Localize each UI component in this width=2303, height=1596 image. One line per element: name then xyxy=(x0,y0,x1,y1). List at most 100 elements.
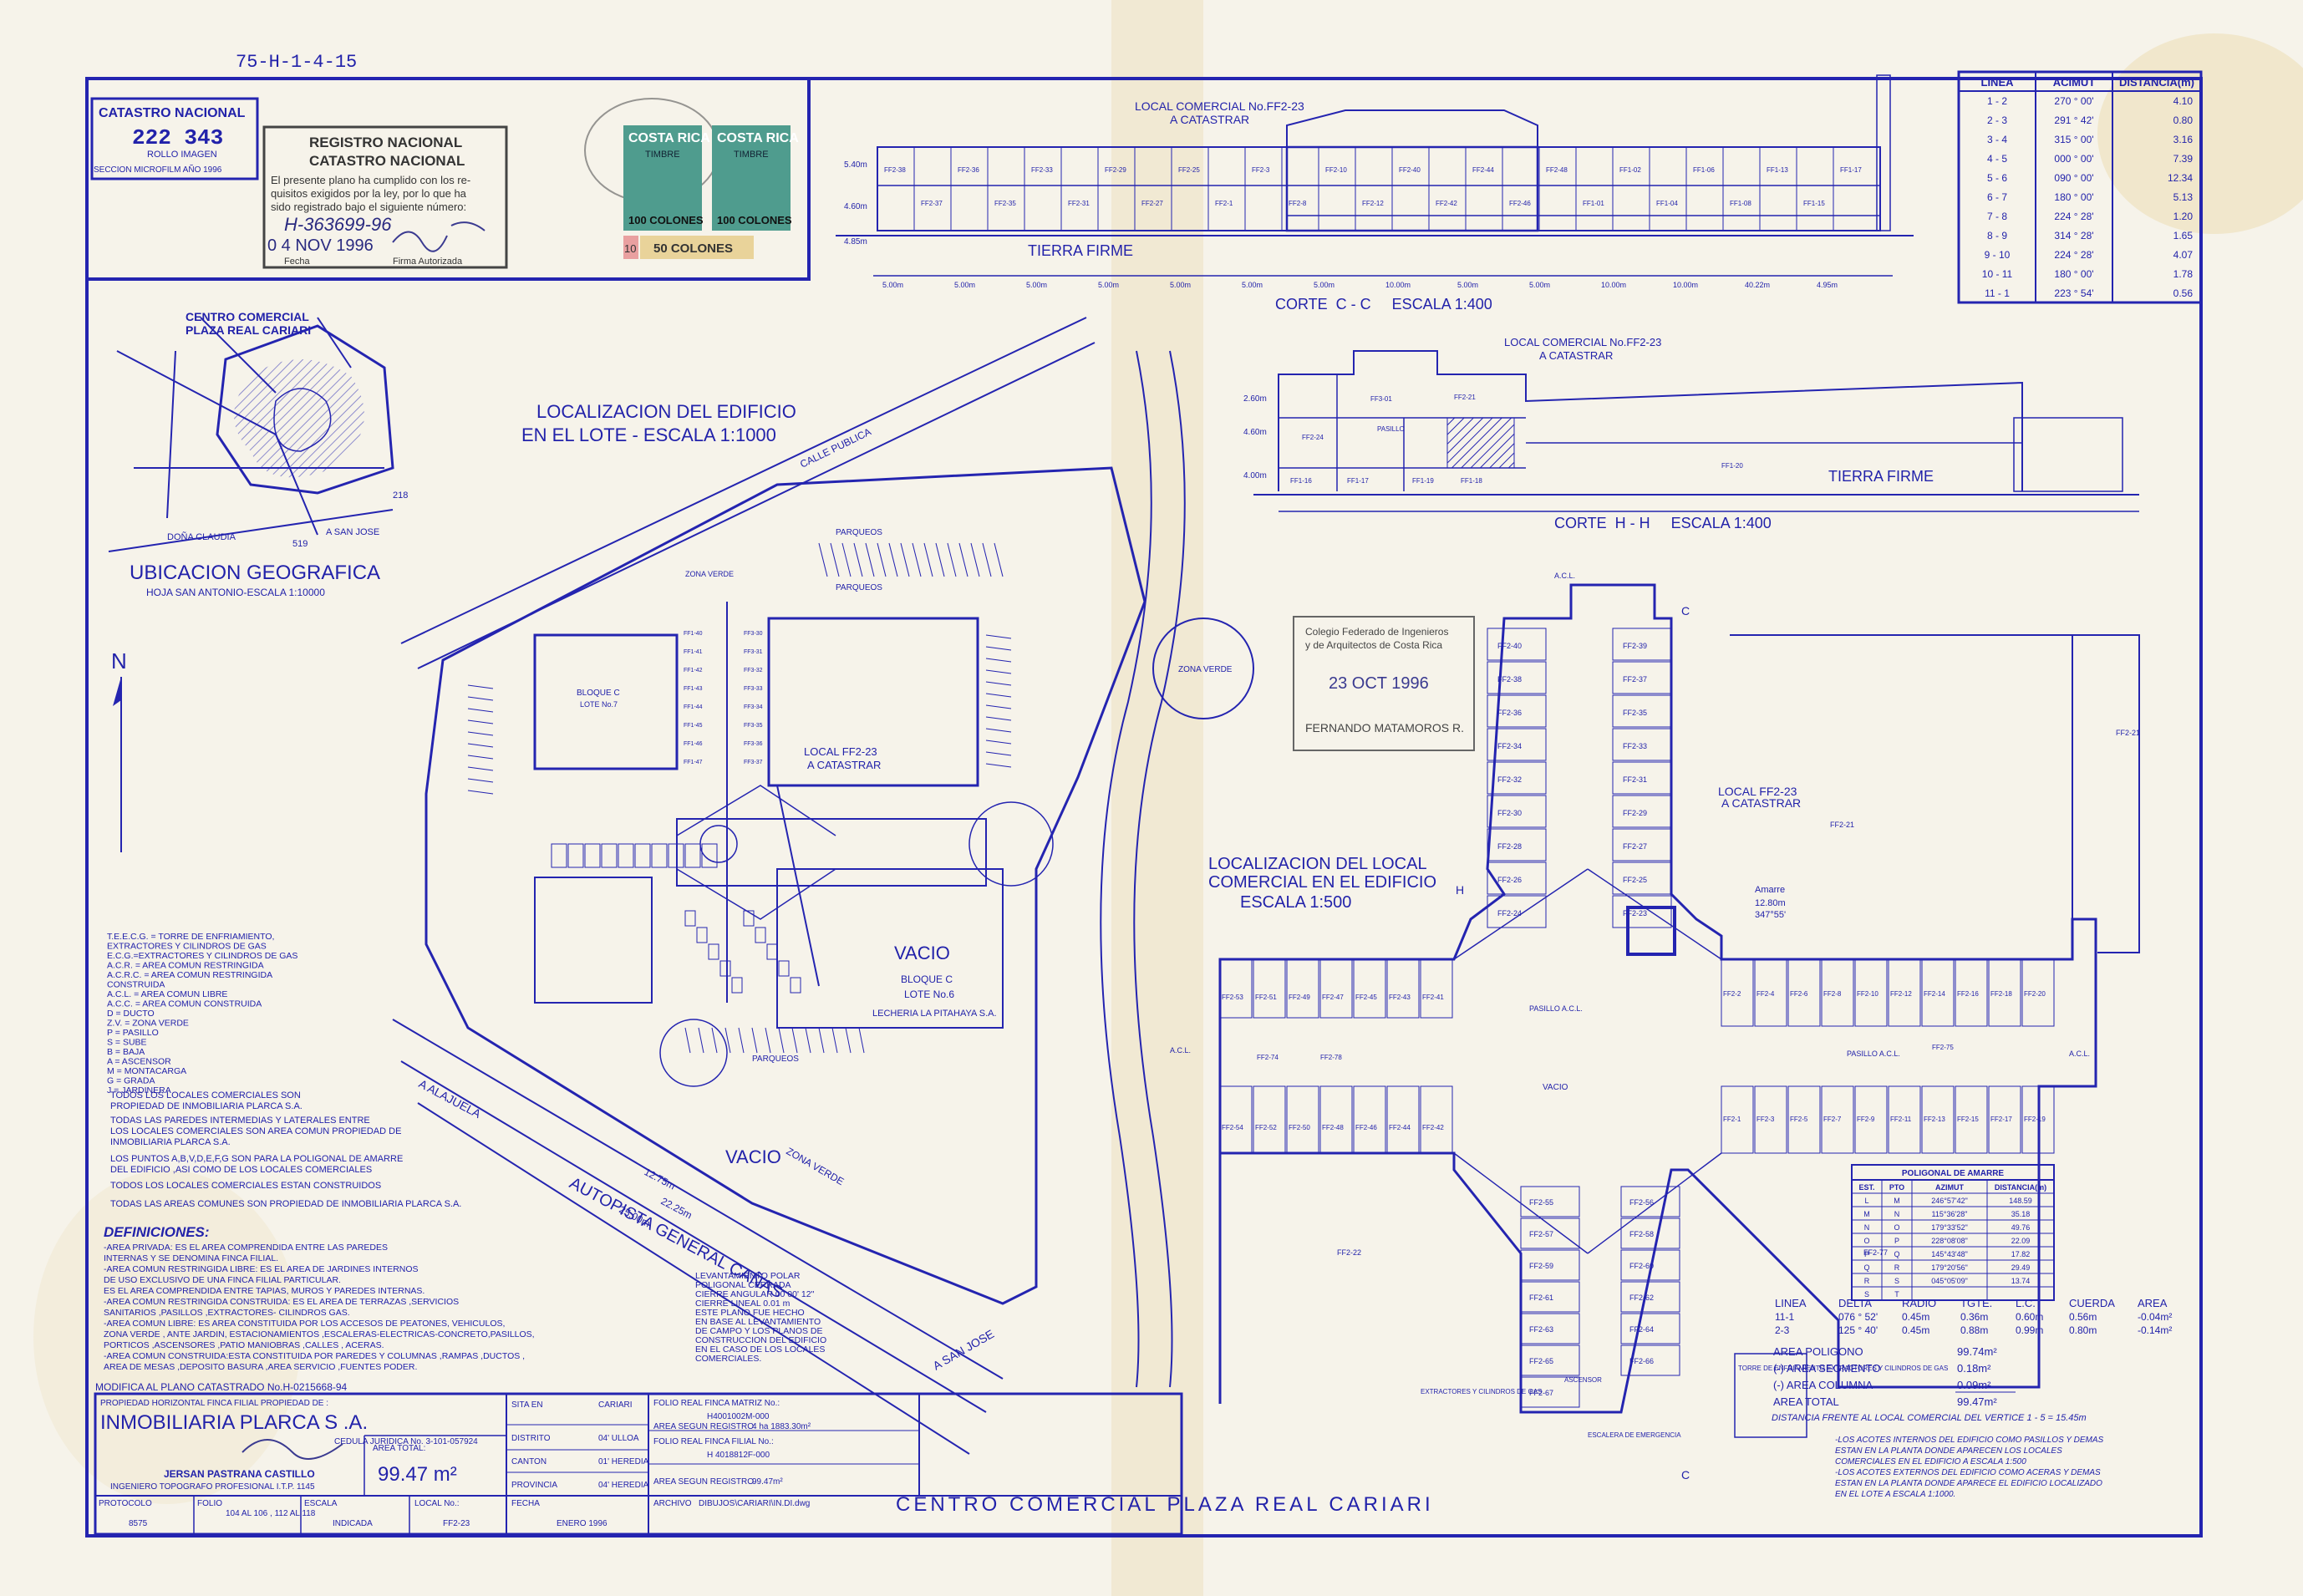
unit-label: FF2-58 xyxy=(1629,1230,1654,1238)
svg-text:AREA SEGUN REGISTRO: AREA SEGUN REGISTRO xyxy=(653,1422,754,1431)
svg-text:LOCAL FF2-23: LOCAL FF2-23 xyxy=(804,745,877,758)
unit-label: FF2-29 xyxy=(1623,809,1647,817)
corte-cc-section: LOCAL COMERCIAL No.FF2-23 A CATASTRAR FF… xyxy=(836,74,1914,313)
svg-text:y de Arquitectos de Costa Rica: y de Arquitectos de Costa Rica xyxy=(1305,639,1442,651)
svg-text:C: C xyxy=(1681,604,1690,618)
unit-label: FF2-49 xyxy=(1289,994,1310,1001)
svg-text:AZIMUT: AZIMUT xyxy=(1935,1183,1964,1192)
svg-text:INGENIERO TOPOGRAFO PROFESIONA: INGENIERO TOPOGRAFO PROFESIONAL I.T.P. 1… xyxy=(110,1482,315,1492)
unit-label: FF2-6 xyxy=(1790,990,1808,998)
dimension-label: 5.00m xyxy=(1314,281,1335,289)
svg-text:TIMBRE: TIMBRE xyxy=(645,150,680,160)
svg-text:Colegio Federado de Ingenieros: Colegio Federado de Ingenieros xyxy=(1305,626,1448,638)
svg-text:FECHA: FECHA xyxy=(511,1499,540,1508)
azimut-header: ACIMUT xyxy=(2053,76,2096,89)
svg-text:ESCALERA DE EMERGENCIA: ESCALERA DE EMERGENCIA xyxy=(1588,1431,1681,1439)
section-unit-label: FF1-20 xyxy=(1721,462,1743,470)
area-value: 0.18m² xyxy=(1957,1362,1991,1375)
sheet-title: CENTRO COMERCIAL PLAZA REAL CARIARI xyxy=(896,1493,1434,1516)
site-unit-label: FF1-44 xyxy=(684,704,703,710)
svg-text:C: C xyxy=(1681,1468,1690,1482)
section-unit-label: FF2-24 xyxy=(1302,434,1324,441)
svg-text:TIERRA FIRME: TIERRA FIRME xyxy=(1828,468,1934,485)
note-line: LOS PUNTOS A,B,V,D,E,F,G SON PARA LA POL… xyxy=(110,1154,403,1164)
site-unit-label: FF3-34 xyxy=(744,704,763,710)
site-unit-label: FF3-37 xyxy=(744,760,763,765)
note-line: POLIGONAL CERRADA xyxy=(695,1280,791,1290)
svg-text:CEDULA JURIDICA No. 3-101-0579: CEDULA JURIDICA No. 3-101-057924 xyxy=(334,1437,478,1446)
note-line: -AREA COMUN LIBRE: ES AREA CONSTITUIDA P… xyxy=(104,1319,505,1329)
note-line: M = MONTACARGA xyxy=(107,1066,186,1076)
note-line: CIERRE ANGULAR 00 00' 12" xyxy=(695,1289,815,1299)
poligonal-cell: M xyxy=(1863,1210,1870,1218)
section-unit-label: FF2-3 xyxy=(1252,166,1270,174)
unit-label: FF2-12 xyxy=(1890,990,1912,998)
svg-text:104 AL 106 , 112 AL 118: 104 AL 106 , 112 AL 118 xyxy=(226,1509,316,1518)
section-unit-label: FF2-37 xyxy=(921,200,943,207)
svg-text:COSTA RICA: COSTA RICA xyxy=(628,131,710,145)
azimut-cell: 090 ° 00' xyxy=(2054,172,2093,184)
section-unit-label: FF2-46 xyxy=(1509,200,1531,207)
legend: T.E.E.C.G. = TORRE DE ENFRIAMIENTO,EXTRA… xyxy=(107,932,297,1095)
poligonal-cell: M xyxy=(1894,1197,1900,1205)
section-unit-label: FF1-16 xyxy=(1290,477,1312,485)
site-unit-label: FF1-40 xyxy=(684,631,703,637)
azimut-cell: 12.34 xyxy=(2168,172,2193,184)
curve-cell: 11-1 xyxy=(1775,1311,1794,1323)
note-line: A.C.C. = AREA COMUN CONSTRUIDA xyxy=(107,999,262,1009)
site-unit-label: FF3-31 xyxy=(744,649,763,655)
unit-label: FF2-33 xyxy=(1623,742,1647,750)
unit-label: FF2-4 xyxy=(1756,990,1775,998)
note-line: AREA DE MESAS ,DEPOSITO BASURA ,AREA SER… xyxy=(104,1362,417,1372)
unit-label: FF2-64 xyxy=(1629,1325,1654,1334)
curve-header: RADIO xyxy=(1902,1297,1936,1309)
svg-text:FF2-23: FF2-23 xyxy=(443,1519,470,1528)
svg-text:quisitos exigidos por la ley,: quisitos exigidos por la ley, por lo que… xyxy=(271,187,467,200)
unit-label: FF2-53 xyxy=(1222,994,1243,1001)
note-line: CIERRE LINEAL 0.01 m xyxy=(695,1299,791,1309)
svg-text:A CATASTRAR: A CATASTRAR xyxy=(1170,113,1249,126)
section-unit-label: FF2-8 xyxy=(1289,200,1307,207)
note-line: COMERCIALES. xyxy=(695,1354,761,1364)
unit-label: FF2-24 xyxy=(1497,909,1522,917)
svg-text:AREA SEGUN REGISTRO: AREA SEGUN REGISTRO xyxy=(653,1477,754,1487)
note-line: TODAS LAS AREAS COMUNES SON PROPIEDAD DE… xyxy=(110,1199,461,1209)
note-line: EN EL LOTE A ESCALA 1:1000. xyxy=(1835,1490,1955,1499)
azimut-cell: 1 - 2 xyxy=(1987,95,2007,107)
section-unit-label: FF1-15 xyxy=(1803,200,1825,207)
svg-text:LOCALIZACION DEL LOCAL: LOCALIZACION DEL LOCAL xyxy=(1208,855,1427,873)
svg-text:LOCALIZACION DEL EDIFICIO: LOCALIZACION DEL EDIFICIO xyxy=(536,401,796,422)
section-unit-label: FF1-13 xyxy=(1767,166,1788,174)
unit-label: FF2-19 xyxy=(2024,1116,2046,1123)
site-unit-label: FF3-30 xyxy=(744,631,763,637)
unit-label: FF2-62 xyxy=(1629,1294,1654,1302)
curve-header: DELTA xyxy=(1838,1297,1872,1309)
fiscal-stamps: COSTA RICA COSTA RICA TIMBRE TIMBRE 100 … xyxy=(584,98,799,259)
poligonal-cell: T xyxy=(1894,1290,1899,1299)
note-line: CONSTRUIDA xyxy=(107,980,165,990)
azimut-cell: 8 - 9 xyxy=(1987,230,2007,241)
note-line: A = ASCENSOR xyxy=(107,1057,171,1067)
corte-hh-section: LOCAL COMERCIAL No.FF2-23 A CATASTRAR TI… xyxy=(1243,336,2139,531)
svg-text:H 4018812F-000: H 4018812F-000 xyxy=(707,1451,770,1460)
poligonal-cell: 49.76 xyxy=(2011,1223,2031,1232)
note-line: ESTAN EN LA PLANTA DONDE APARECE EL EDIF… xyxy=(1835,1479,2102,1488)
azimut-cell: 270 ° 00' xyxy=(2054,95,2093,107)
section-unit-label: FF1-08 xyxy=(1730,200,1751,207)
note-line: T.E.E.C.G. = TORRE DE ENFRIAMIENTO, xyxy=(107,932,274,942)
section-unit-label: FF2-25 xyxy=(1178,166,1200,174)
note-line: LEVANTAMIENTO POLAR xyxy=(695,1271,801,1281)
svg-text:4.00m: 4.00m xyxy=(1243,471,1267,480)
svg-text:BLOQUE C: BLOQUE C xyxy=(577,689,620,698)
svg-text:BLOQUE C: BLOQUE C xyxy=(901,973,953,985)
svg-text:LOTE No.6: LOTE No.6 xyxy=(904,989,954,1000)
floor-plan: LOCALIZACION DEL LOCAL COMERCIAL EN EL E… xyxy=(1170,572,2140,1482)
svg-text:A CATASTRAR: A CATASTRAR xyxy=(807,759,881,771)
azimut-cell: 5.13 xyxy=(2173,191,2194,203)
svg-text:COMERCIAL EN EL EDIFICIO: COMERCIAL EN EL EDIFICIO xyxy=(1208,873,1436,892)
area-label: (-) AREA SEGMENTO xyxy=(1773,1362,1880,1375)
unit-label: FF2-59 xyxy=(1529,1262,1553,1270)
section-unit-label: FF2-48 xyxy=(1546,166,1568,174)
note-line: Z.V. = ZONA VERDE xyxy=(107,1019,189,1029)
unit-label: FF2-18 xyxy=(1990,990,2012,998)
